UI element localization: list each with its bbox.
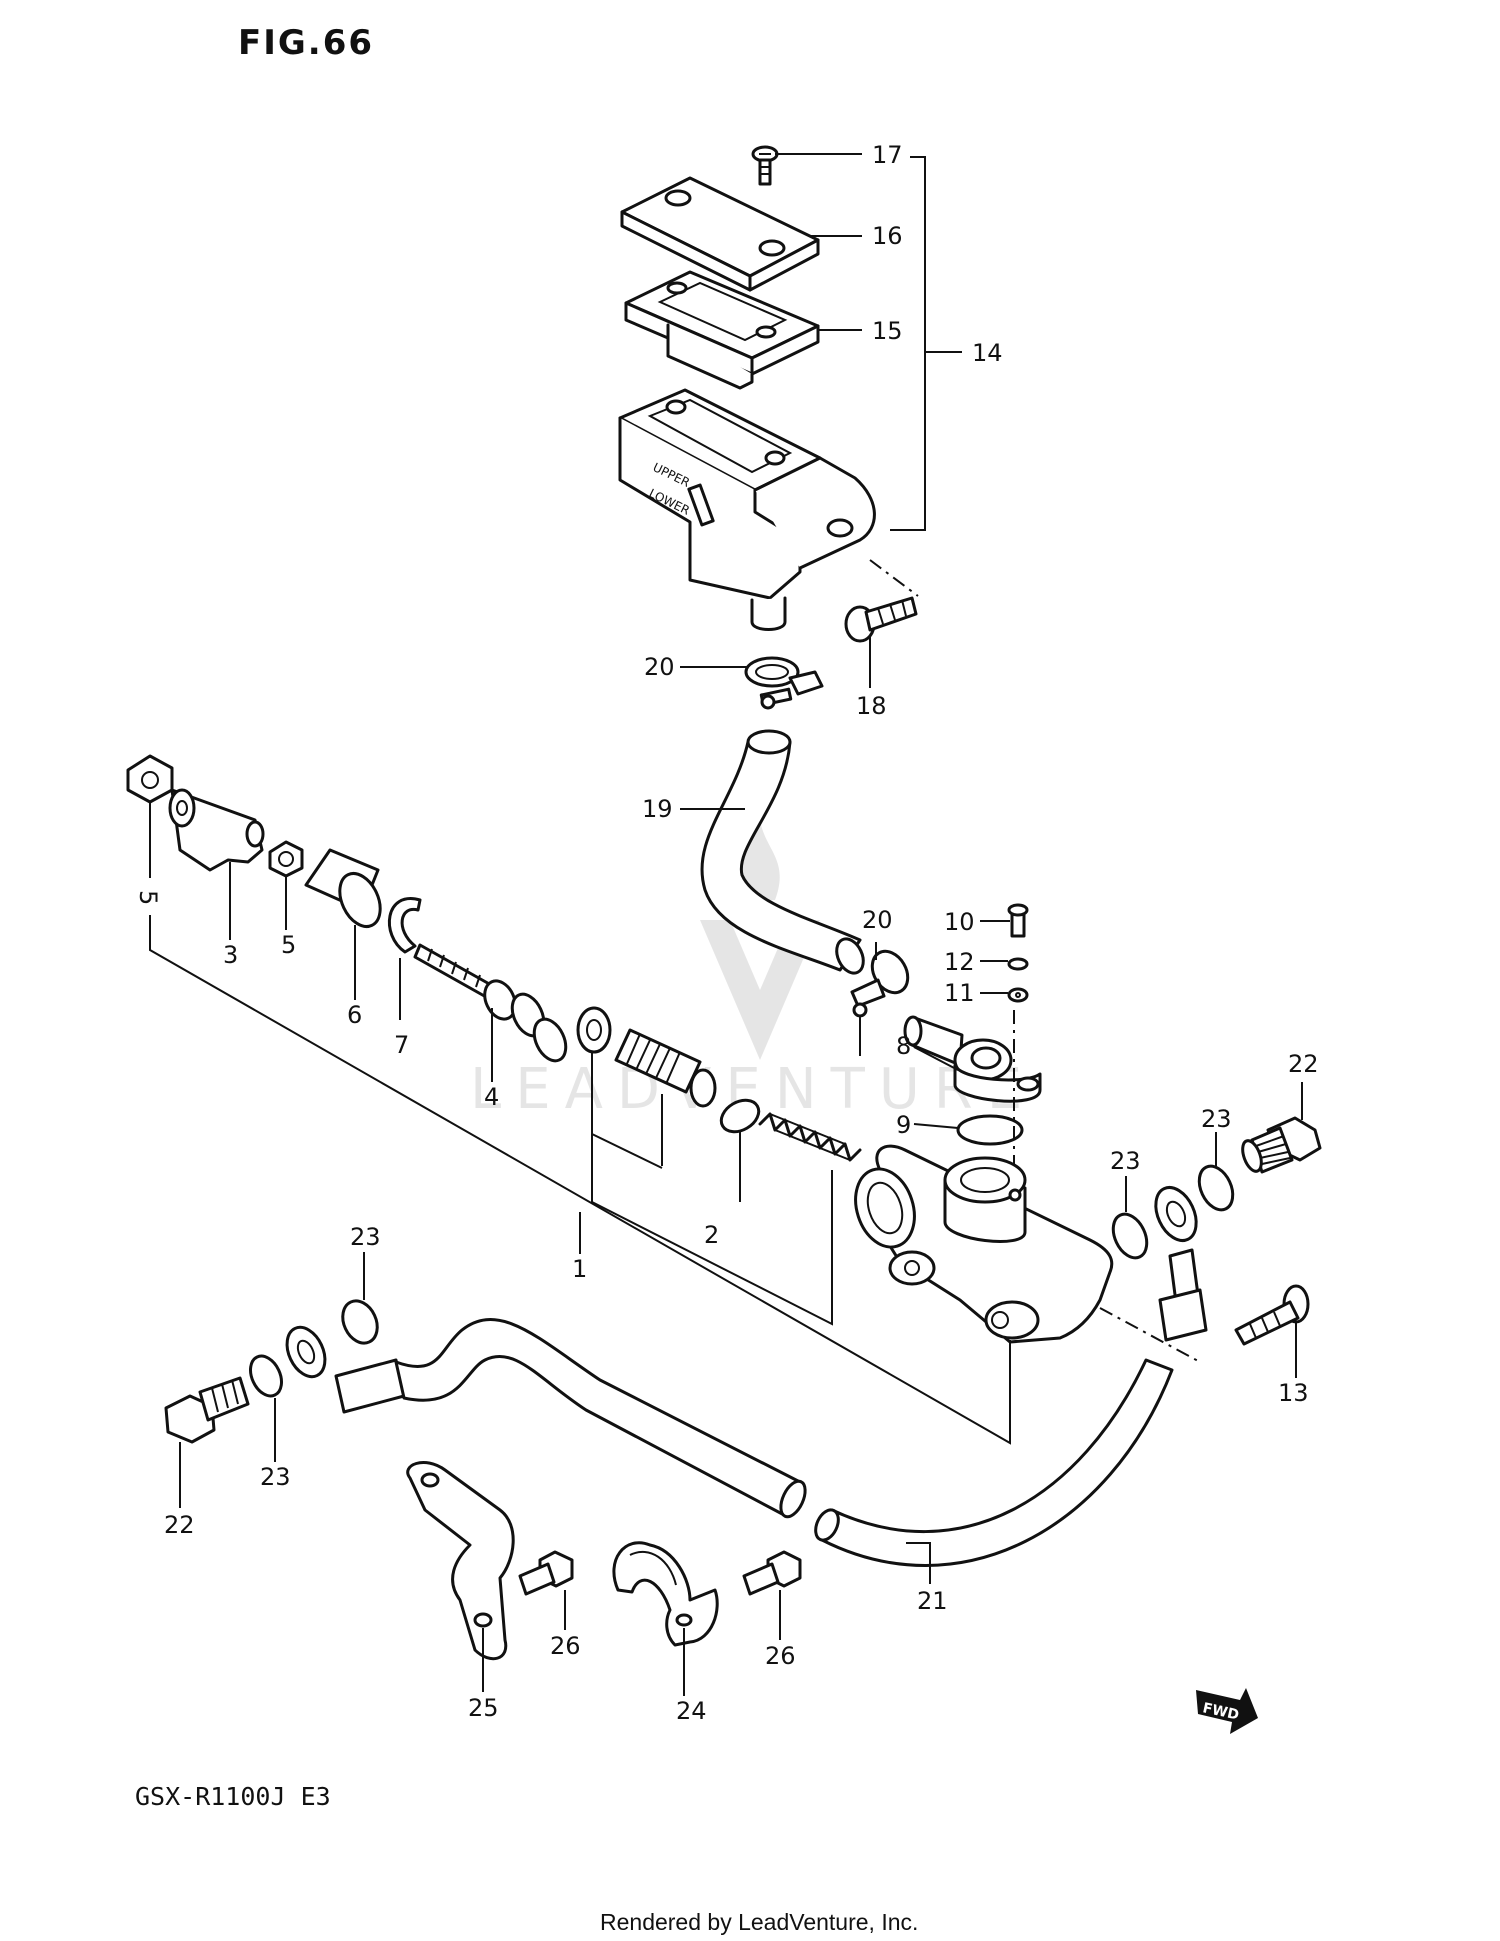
banjo-bolt-upper (1241, 1116, 1322, 1174)
fwd-arrow-badge: FWD (1196, 1688, 1258, 1734)
reservoir-body: UPPER LOWER (618, 388, 876, 631)
callout-10: 10 (944, 908, 975, 936)
callout-25: 25 (468, 1694, 499, 1722)
callout-21: 21 (917, 1587, 948, 1615)
small-screw-parts (1007, 903, 1029, 1003)
hose-clamp-bracket (612, 1541, 719, 1647)
cylinder-outlet-centerline (1099, 1307, 1201, 1363)
reservoir-diaphragm (624, 270, 820, 390)
callout-2: 2 (704, 1221, 719, 1249)
render-credit: Rendered by LeadVenture, Inc. (600, 1909, 918, 1935)
piston (614, 1028, 717, 1108)
return-spring (758, 1112, 862, 1162)
hose-clamp-upper (744, 656, 824, 710)
banjo-fitting-upper (1154, 1186, 1208, 1342)
callout-23-mid: 23 (1110, 1147, 1141, 1175)
hose-bracket (406, 1461, 515, 1661)
callout-13: 13 (1278, 1379, 1309, 1407)
callout-22-lower: 22 (164, 1511, 195, 1539)
reservoir-screw (751, 145, 779, 186)
callout-18: 18 (856, 692, 887, 720)
circlip (388, 897, 422, 954)
callout-4: 4 (484, 1083, 499, 1111)
secondary-cup (719, 1098, 761, 1134)
callout-5-left: 5 (134, 890, 162, 905)
callout-5-right: 5 (281, 931, 296, 959)
reservoir-cap (620, 176, 820, 292)
model-code: GSX-R1100J E3 (135, 1782, 331, 1811)
fwd-label: FWD (1201, 1700, 1240, 1723)
callout-14: 14 (972, 339, 1003, 367)
callout-7: 7 (394, 1031, 409, 1059)
reservoir-hose (700, 729, 865, 975)
callout-6: 6 (347, 1001, 362, 1029)
clevis (168, 788, 265, 872)
callout-19: 19 (642, 795, 673, 823)
callout-23-top: 23 (350, 1223, 381, 1251)
piston-cup (576, 1006, 612, 1054)
callout-20-lower: 20 (862, 906, 893, 934)
master-cylinder-body (854, 1144, 1114, 1344)
callout-8: 8 (896, 1032, 911, 1060)
callout-16: 16 (872, 222, 903, 250)
lock-nut-outer (126, 754, 174, 804)
callout-9: 9 (896, 1111, 911, 1139)
callout-11: 11 (944, 979, 975, 1007)
washer-lower-left (249, 1354, 283, 1398)
callout-24: 24 (676, 1697, 707, 1725)
figure-title: FIG.66 (238, 23, 374, 63)
washer-lower-top (341, 1299, 379, 1345)
hose-clamp-lower (850, 949, 910, 1056)
callout-3: 3 (223, 941, 238, 969)
callout-26-right: 26 (765, 1642, 796, 1670)
washer-upper-left (1111, 1212, 1149, 1260)
o-ring (956, 1114, 1024, 1146)
leader-lines (149, 153, 1303, 1696)
reservoir-mount-bolt (1234, 1284, 1310, 1346)
bracket-screw-right (742, 1550, 802, 1596)
dust-boot (304, 848, 382, 928)
callout-12: 12 (944, 948, 975, 976)
hose-connector (903, 1015, 1042, 1103)
callout-20-upper: 20 (644, 653, 675, 681)
callout-23-left: 23 (260, 1463, 291, 1491)
banjo-bolt-lower (164, 1376, 250, 1444)
callout-26-left: 26 (550, 1632, 581, 1660)
callout-17: 17 (872, 141, 903, 169)
washer-upper-right (1197, 1164, 1235, 1212)
callout-1: 1 (572, 1255, 587, 1283)
callout-22-upper: 22 (1288, 1050, 1319, 1078)
bolt-centerline (869, 559, 919, 597)
bracket-screw-left (518, 1550, 574, 1596)
push-rod (413, 943, 568, 1063)
clutch-hose (394, 1318, 1174, 1567)
reservoir-bolt (844, 596, 918, 643)
callout-23-right: 23 (1201, 1105, 1232, 1133)
callout-15: 15 (872, 317, 903, 345)
banjo-fitting-lower (285, 1325, 406, 1414)
lock-nut-inner (268, 840, 304, 878)
